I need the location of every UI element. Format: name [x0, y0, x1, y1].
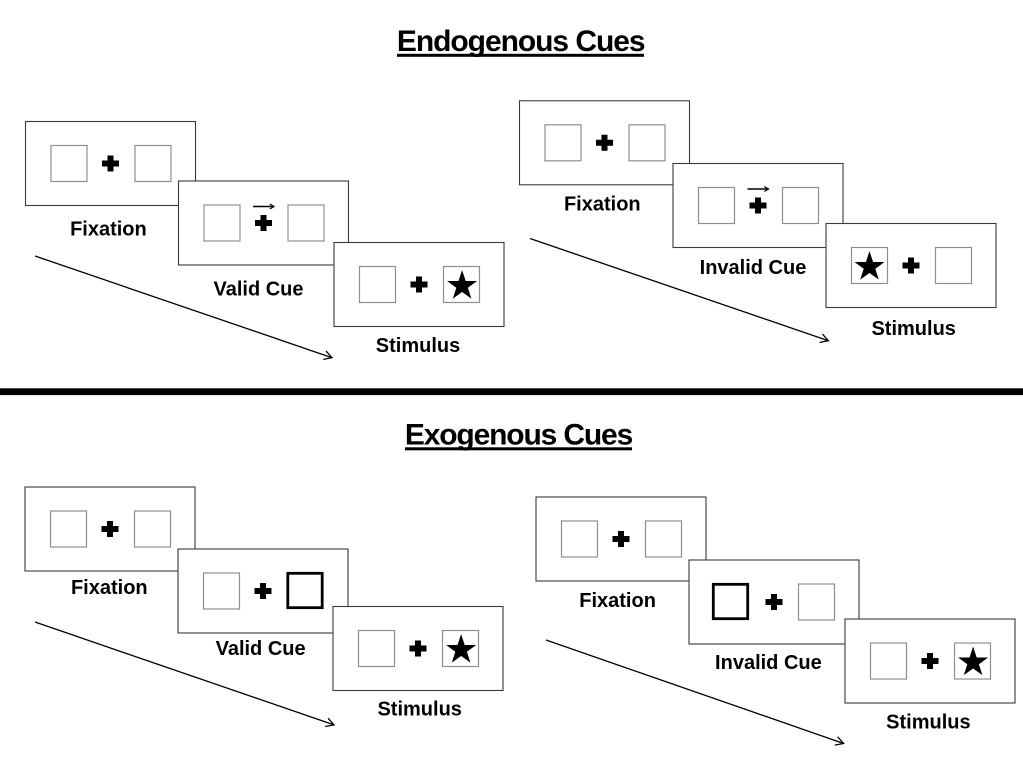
svg-text:Fixation: Fixation: [70, 218, 147, 240]
svg-text:Valid Cue: Valid Cue: [216, 638, 306, 660]
svg-text:Valid Cue: Valid Cue: [213, 279, 303, 301]
svg-text:Fixation: Fixation: [564, 194, 641, 216]
svg-text:Exogenous Cues: Exogenous Cues: [405, 418, 633, 451]
svg-text:Fixation: Fixation: [579, 590, 656, 612]
svg-text:Stimulus: Stimulus: [886, 712, 970, 734]
svg-text:Stimulus: Stimulus: [376, 335, 460, 357]
svg-text:Endogenous Cues: Endogenous Cues: [397, 25, 645, 58]
svg-text:Fixation: Fixation: [71, 577, 148, 599]
svg-text:Invalid Cue: Invalid Cue: [715, 652, 822, 674]
svg-text:Stimulus: Stimulus: [871, 318, 955, 340]
svg-text:Stimulus: Stimulus: [377, 699, 461, 721]
svg-text:Invalid Cue: Invalid Cue: [700, 257, 807, 279]
